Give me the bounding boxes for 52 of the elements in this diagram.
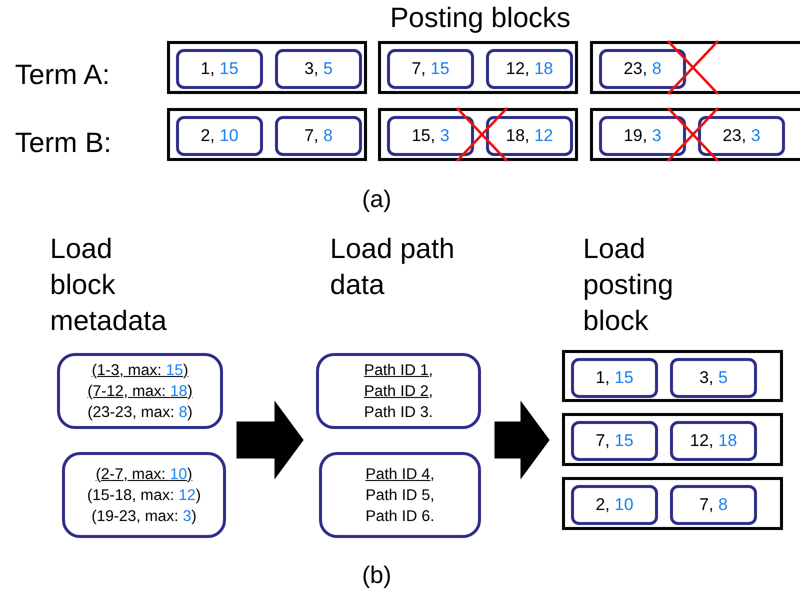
posting-entry: 7, 8 (275, 116, 362, 156)
posting-block (562, 413, 783, 466)
posting-entry: 2, 10 (176, 116, 263, 156)
posting-entry: 3, 5 (275, 49, 362, 89)
row-label: Term B: (15, 126, 112, 160)
text-line: (19-23, max: 3) (91, 506, 197, 526)
text-line: (15-18, max: 12) (87, 486, 201, 506)
posting-block (167, 41, 367, 94)
text-line: Path ID 6. (366, 506, 434, 526)
text-line: (2-7, max: 10) (96, 464, 192, 484)
posting-entry: 18, 12 (486, 116, 573, 156)
path-card (316, 353, 481, 429)
row-label: Term A: (15, 58, 111, 92)
posting-entry: 12, 18 (670, 421, 757, 461)
posting-block (562, 350, 783, 402)
text-line: (1-3, max: 15) (92, 360, 188, 380)
posting-entry: 1, 15 (176, 49, 263, 89)
posting-block (590, 108, 800, 161)
step-heading: Load posting block (583, 232, 674, 338)
posting-entry: 7, 8 (670, 485, 757, 525)
posting-entry: 2, 10 (571, 485, 658, 525)
block-arrow (236, 400, 304, 480)
text-line: Path ID 1, (364, 360, 433, 380)
text-line: Path ID 2, (364, 382, 433, 402)
posting-block (562, 477, 783, 530)
metadata-card (62, 452, 226, 538)
posting-entry: 15, 3 (387, 116, 474, 156)
posting-block (167, 108, 367, 161)
posting-entry: 23, 8 (599, 49, 686, 89)
diagram-title: Posting blocks (390, 2, 571, 34)
posting-entry: 7, 15 (387, 49, 474, 89)
text-line: Path ID 5, (366, 486, 434, 506)
path-card (319, 452, 481, 538)
posting-entry: 3, 5 (670, 358, 757, 398)
panel-caption: (a) (362, 185, 392, 215)
text-line: (23-23, max: 8) (87, 402, 193, 422)
posting-entry: 7, 15 (571, 421, 658, 461)
posting-entry: 19, 3 (599, 116, 686, 156)
posting-entry: 12, 18 (486, 49, 573, 89)
posting-block (378, 108, 578, 161)
posting-entry: 23, 3 (698, 116, 785, 156)
posting-block (378, 41, 578, 94)
panel-caption: (b) (362, 561, 392, 591)
block-arrow (494, 400, 550, 480)
text-line: Path ID 3. (364, 402, 433, 422)
metadata-card (57, 353, 223, 429)
step-heading: Load path data (330, 232, 456, 302)
text-line: (7-12, max: 18) (87, 382, 193, 402)
text-line: Path ID 4, (366, 464, 434, 484)
posting-entry: 1, 15 (571, 358, 658, 398)
posting-block (590, 41, 800, 94)
step-heading: Load block metadata (50, 232, 168, 338)
